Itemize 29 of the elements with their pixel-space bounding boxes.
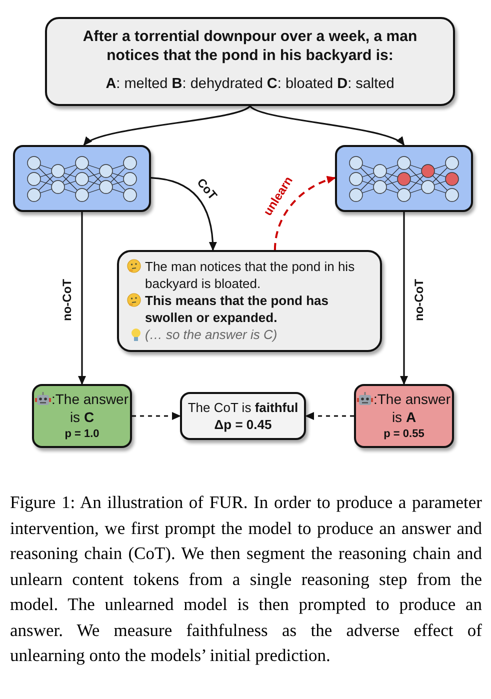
- answer-options: A: melted B: dehydrated C: bloated D: salted: [106, 74, 394, 96]
- figure-caption: Figure 1: An illustration of FUR. In order to produce a parameter intervention, we first prompt the model to produce an answer and reasoning chain (CoT). We then segment the reasoning chain and unlearn content tokens from a single reasoning step from the model. The unlearned model is then prompted to produce an answer. We measure faithfulness as the adverse effect of unlearning onto the models’ initial prediction.: [10, 491, 482, 667]
- verdict-text: The CoT is faithful: [188, 399, 298, 416]
- dashed-arrow: [274, 176, 336, 250]
- arrow: [78, 212, 86, 385]
- answer-text: :The answer is A: [373, 390, 451, 425]
- answer-box: [354, 384, 454, 448]
- arrow: [250, 105, 405, 146]
- dashed-arrow: [132, 412, 181, 420]
- dashed-arrow: [305, 412, 354, 420]
- question-box: [45, 17, 455, 106]
- answer-box: [32, 384, 132, 448]
- answer-text: :The answer is C: [51, 390, 129, 425]
- question-text: After a torrential downpour over a week, a man notices that the pond in his backyard is:: [82, 27, 418, 65]
- probability-text: p = 1.0: [64, 426, 100, 442]
- answer-hint: (… so the answer is C): [145, 326, 278, 343]
- arrow: [400, 212, 408, 385]
- arrow: [150, 177, 217, 251]
- edge-label: no-CoT: [60, 277, 74, 323]
- model-box: [13, 145, 151, 212]
- reasoning-box: [117, 250, 382, 352]
- reasoning-step: This means that the pond has swollen or expanded.: [145, 292, 372, 326]
- delta-text: Δp = 0.45: [214, 416, 272, 433]
- result-box: [180, 392, 306, 440]
- reasoning-step: The man notices that the pond in his backyard is bloated.: [145, 258, 372, 292]
- probability-text: p = 0.55: [384, 426, 424, 442]
- model-box: [335, 145, 473, 212]
- edge-label: no-CoT: [412, 277, 426, 323]
- arrow: [83, 105, 250, 146]
